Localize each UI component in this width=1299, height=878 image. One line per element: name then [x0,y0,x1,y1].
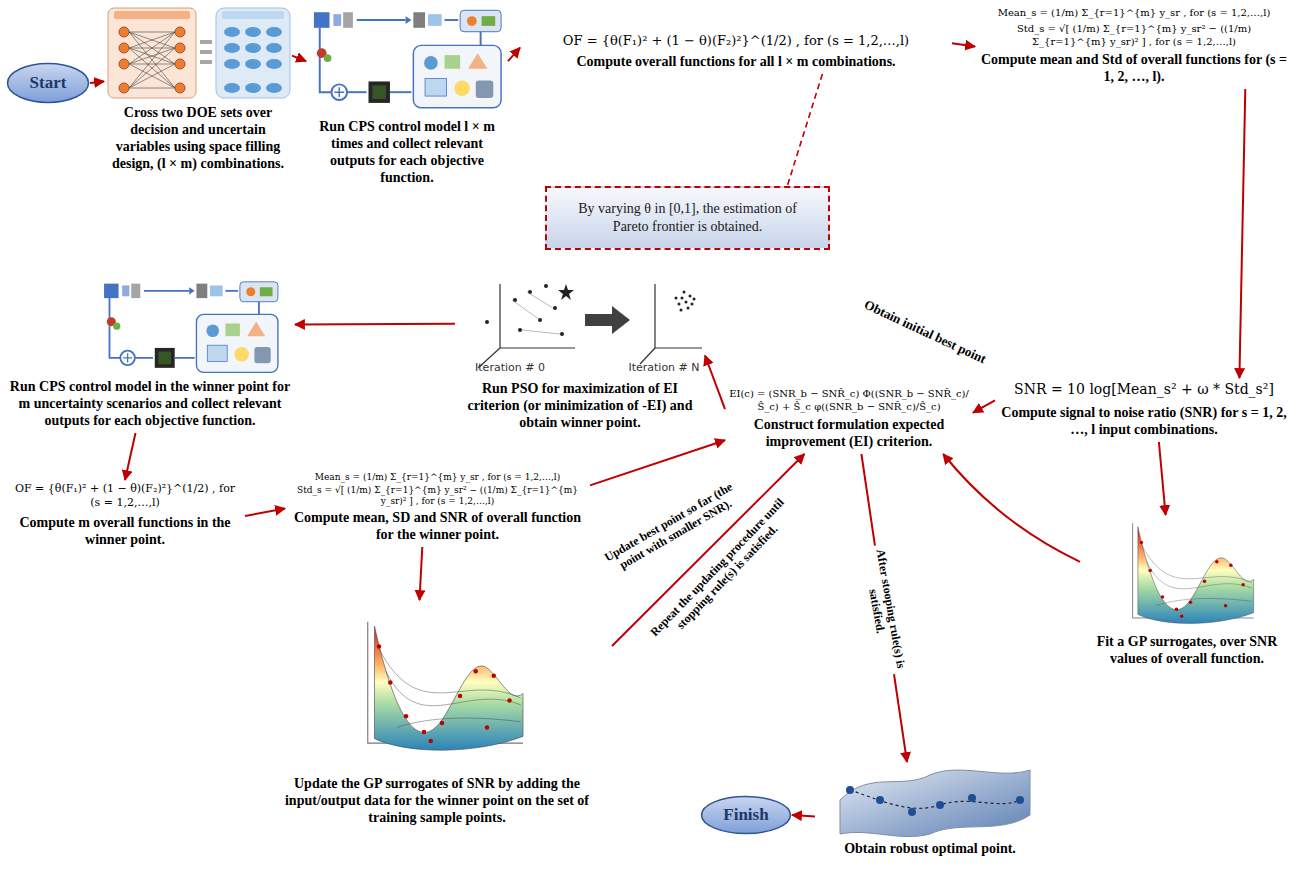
step-caption: Cross two DOE sets over decision and unc… [108,104,288,172]
start-terminal: Start [6,62,90,104]
gp-surface-illustration [368,622,523,751]
formula-step: EI(c) = (SNR_b − SNR̂_c) Φ((SNR_b − SNR̂… [725,385,973,454]
step-caption: Obtain robust optimal point. [819,840,1041,857]
flow-arrow [245,509,285,517]
process-step: Run CPS control model in the winner poin… [5,278,295,433]
terminal-label: Start [30,73,67,93]
flow-arrow [973,400,995,412]
axis-label: Iteration # N [622,361,706,374]
process-step: Cross two DOE sets over decision and unc… [104,4,292,176]
step-caption: Run PSO for maximization of EI criterion… [459,380,701,431]
edge-label: After stooping rule(s) is satisfied. [859,544,909,677]
step-caption: Run CPS control model l × m times and co… [310,118,504,186]
terminal-ellipse [8,64,89,103]
flow-arrow [420,547,423,600]
pso-illustration [478,284,702,368]
formula: SNR = 10 log[Mean_s² + ω * Std_s²] [999,380,1289,399]
cps-model-illustration [104,282,278,373]
step-caption: Compute mean and Std of overall function… [979,51,1289,85]
formula: Std_s = √[ (1/m) Σ_{r=1}^{m} y_sr² − ((1… [289,485,586,507]
flow-arrow [295,323,455,326]
step-caption: Compute signal to noise ratio (SNR) for … [999,404,1289,438]
note-text: By varying θ in [0,1], the estimation of… [559,200,816,236]
formula: OF = {θ(F₁)² + (1 − θ)(F₂)²}^(1/2) , for… [9,482,241,510]
step-caption: Compute overall functions for all l × m … [524,53,948,70]
process-step: Obtain robust optimal point. [815,762,1045,861]
flow-arrow [1239,89,1245,378]
process-step: Run PSO for maximization of EI criterion… [455,276,705,435]
doe-illustration [108,8,290,98]
flow-arrow [292,56,306,62]
robust-surface-illustration [840,770,1030,837]
formula-step: Mean_s = (1/m) Σ_{r=1}^{m} y_sr , for (s… [975,4,1293,89]
process-step: Update the GP surrogates of SNR by addin… [262,600,612,830]
step-caption: Update the GP surrogates of SNR by addin… [266,775,608,826]
formula: Std_s = √[ (1/m) Σ_{r=1}^{m} y_sr² − ((1… [979,22,1289,48]
formula: EI(c) = (SNR_b − SNR̂_c) Φ((SNR_b − SNR̂… [729,387,969,413]
step-caption: Run CPS control model in the winner poin… [9,378,291,429]
formula-step: Mean_s = (1/m) Σ_{r=1}^{m} y_sr , for (s… [285,470,590,547]
flow-arrow [90,81,104,83]
dashed-connector [787,74,822,186]
formula: Mean_s = (1/m) Σ_{r=1}^{m} y_sr , for (s… [979,6,1289,19]
note-box: By varying θ in [0,1], the estimation of… [545,186,830,250]
flow-arrow [590,440,725,485]
formula: OF = {θ(F₁)² + (1 − θ)(F₂)²}^(1/2) , for… [524,32,948,49]
axis-label: Iteration # 0 [468,361,552,374]
formula-step: OF = {θ(F₁)² + (1 − θ)(F₂)²}^(1/2) , for… [520,30,952,74]
gp-surface-illustration [1133,523,1254,623]
flow-arrow [508,48,520,62]
edge-label: Obtain initial best point [858,295,992,369]
flow-arrow [125,433,136,480]
step-caption: Compute m overall functions in the winne… [9,514,241,548]
flow-arrow [792,815,815,817]
terminal-ellipse [702,797,791,834]
formula: Mean_s = (1/m) Σ_{r=1}^{m} y_sr , for (s… [289,472,586,483]
flow-arrow [952,43,975,46]
process-step: Fit a GP surrogates, over SNR values of … [1080,515,1294,671]
finish-terminal: Finish [700,795,792,835]
step-caption: Construct formulation expected improveme… [729,416,969,450]
process-step: Run CPS control model l × m times and co… [306,6,508,190]
flow-arrow [1159,442,1166,515]
flow-arrow [705,356,725,410]
cps-model-illustration [314,10,501,108]
formula-step: SNR = 10 log[Mean_s² + ω * Std_s²] Comput… [995,378,1293,442]
step-caption: Compute mean, SD and SNR of overall func… [289,509,586,543]
terminal-label: Finish [723,805,768,825]
flow-arrow [943,454,1080,562]
formula-step: OF = {θ(F₁)² + (1 − θ)(F₂)²}^(1/2) , for… [5,480,245,552]
step-caption: Fit a GP surrogates, over SNR values of … [1084,633,1290,667]
